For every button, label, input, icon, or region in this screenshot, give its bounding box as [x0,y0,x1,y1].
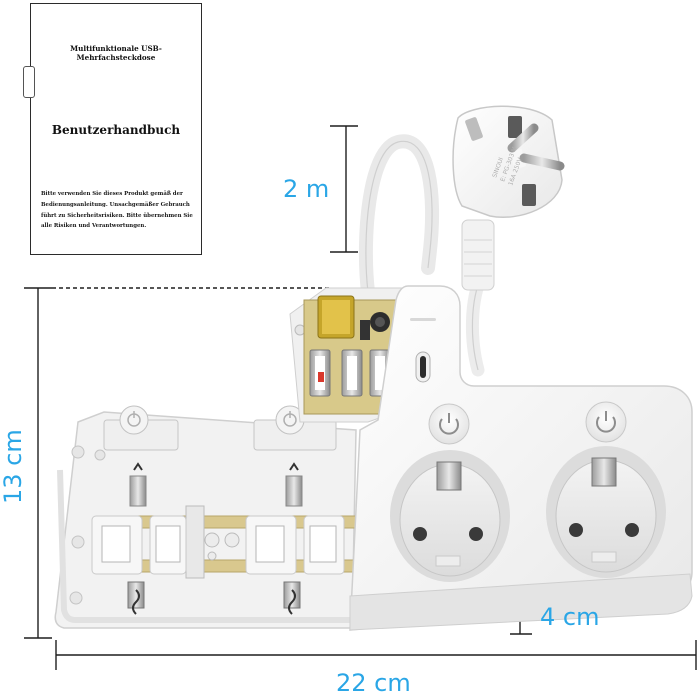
power-button-left [428,403,470,445]
height-label: 4 cm [540,603,600,631]
width-label: 22 cm [336,669,411,697]
power-icon [439,418,459,435]
internal-switch-left [103,405,179,451]
power-strip-housing [349,285,693,631]
manual-body-line: Bitte verwenden Sie dieses Produkt gemäß… [41,191,183,197]
manual-product-title: Multifunktionale USB-Mehrfachsteckdose [70,44,162,62]
manual-body-line: Bedienungsanleitung. Unsachgemäßer Gebra… [41,201,190,208]
manual-body-text: Bitte verwenden Sie dieses Produkt gemäß… [41,189,199,232]
manual-body-line: alle Risiken und Verantwortungen. [41,223,147,230]
usb-circuit-board [289,287,405,423]
manual-heading: Benutzerhandbuch [51,123,181,137]
power-cable [358,134,495,377]
internal-switch-right [253,405,337,451]
outlet-left [390,450,510,582]
open-housing-base [54,405,365,629]
cable-length-label: 2 m [283,175,330,203]
user-manual-booklet: Multifunktionale USB-Mehrfachsteckdose B… [23,3,202,255]
power-icon [596,416,616,433]
booklet-clip [23,66,35,98]
depth-label: 13 cm [0,429,27,504]
schuko-plug: SINOUI E: PG-303 M 16A 250V [452,105,565,218]
power-button-right [585,401,627,443]
manual-body-line: führt zu Sicherheitsrisiken. Bitte übern… [41,212,193,219]
outlet-right [546,446,666,578]
